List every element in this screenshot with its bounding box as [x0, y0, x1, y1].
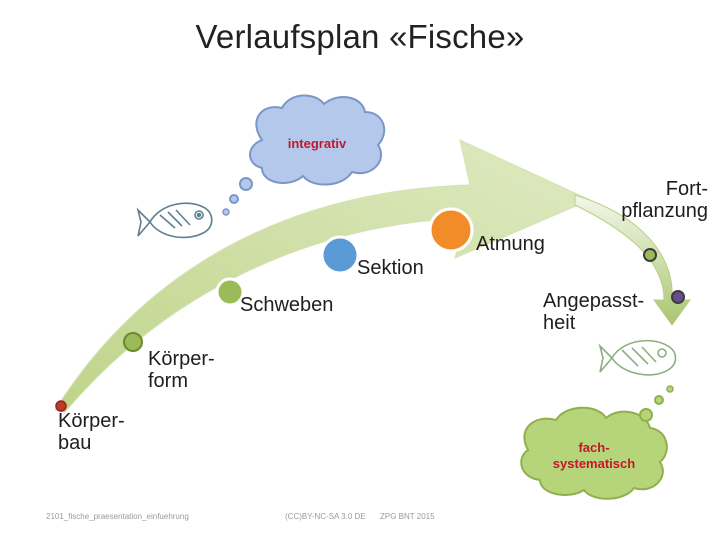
footer-filename: 2101_fische_praesentation_einfuehrung	[46, 512, 189, 521]
marker-sektion	[320, 235, 360, 275]
fish-sketch-icon-2	[598, 339, 677, 376]
marker-koerperform	[123, 332, 143, 352]
cloud-fachsystematisch	[520, 385, 674, 500]
marker-fortpflanzung	[643, 248, 657, 262]
marker-angepasstheit	[671, 290, 685, 304]
fish-sketch-icon	[136, 202, 213, 239]
page-title: Verlaufsplan «Fische»	[195, 18, 525, 55]
cloud-top-label: integrativ	[287, 136, 347, 151]
label-atmung: Atmung	[476, 233, 545, 255]
marker-koerperbau	[55, 400, 67, 412]
cloud-integrativ	[222, 94, 386, 216]
label-schweben: Schweben	[240, 294, 334, 316]
label-fortpflanzung: Fort- pflanzung	[621, 178, 708, 222]
cloud-bottom-label: fach- systematisch	[552, 440, 636, 471]
marker-schweben	[215, 277, 245, 307]
footer-org: ZPG BNT 2015	[380, 512, 435, 521]
secondary-arrow	[574, 194, 691, 326]
label-sektion: Sektion	[357, 257, 424, 279]
marker-atmung	[428, 207, 474, 253]
footer-license: (CC)BY-NC-SA 3.0 DE	[285, 512, 366, 521]
label-koerperbau: Körper- bau	[58, 410, 125, 454]
label-koerperform: Körper- form	[148, 348, 215, 392]
label-angepasstheit: Angepasst- heit	[543, 290, 645, 334]
